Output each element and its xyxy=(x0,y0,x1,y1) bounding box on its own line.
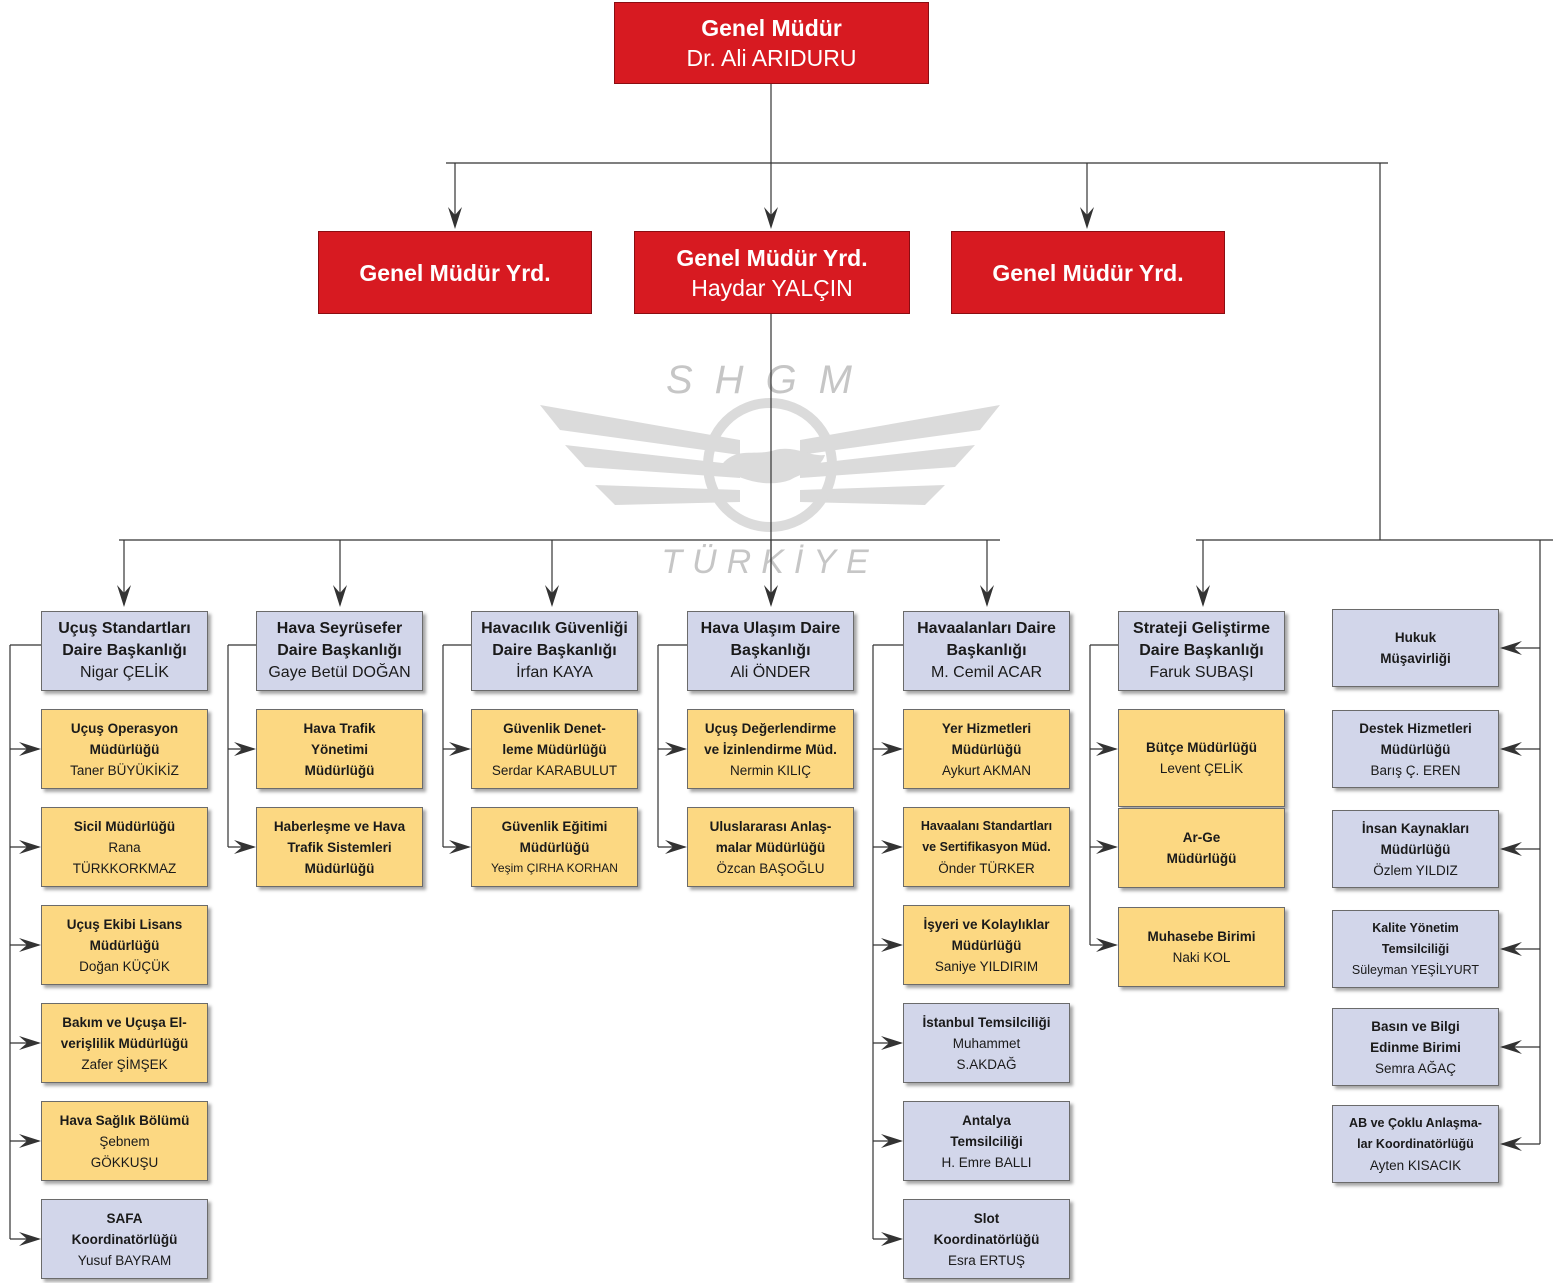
arrow-right-icon xyxy=(665,840,687,854)
unit-workplace-facilities: İşyeri ve Kolaylıklar Müdürlüğü Saniye Y… xyxy=(903,905,1070,985)
department-head-flight-standards: Uçuş Standartları Daire Başkanlığı Nigar… xyxy=(41,611,208,691)
unit-airport-standards: Havaalanı Standartları ve Sertifikasyon … xyxy=(903,807,1070,887)
arrow-down-icon xyxy=(764,585,778,607)
arrow-right-icon xyxy=(1096,938,1118,952)
unit-crew-licensing: Uçuş Ekibi Lisans Müdürlüğü Doğan KÜÇÜK xyxy=(41,905,208,985)
deputy-left-box: Genel Müdür Yrd. xyxy=(318,231,592,314)
arrow-right-icon xyxy=(881,1232,903,1246)
arrow-down-icon xyxy=(448,207,462,229)
unit-security-inspection: Güvenlik Denet- leme Müdürlüğü Serdar KA… xyxy=(471,709,638,789)
unit-registry: Sicil Müdürlüğü Rana TÜRKKORKMAZ xyxy=(41,807,208,887)
arrow-right-icon xyxy=(881,938,903,952)
arrow-right-icon xyxy=(881,742,903,756)
deputy-right-title: Genel Müdür Yrd. xyxy=(992,259,1184,286)
unit-maintenance-airworthiness: Bakım ve Uçuşa El- verişlilik Müdürlüğü … xyxy=(41,1003,208,1083)
arrow-right-icon xyxy=(19,742,41,756)
department-head-name: Gaye Betül DOĞAN xyxy=(268,664,411,681)
department-head-air-navigation: Hava Seyrüsefer Daire Başkanlığı Gaye Be… xyxy=(256,611,423,691)
arrow-right-icon xyxy=(234,742,256,756)
unit-international-agreements: Uluslararası Anlaş- malar Müdürlüğü Özca… xyxy=(687,807,854,887)
unit-air-traffic-management: Hava Trafik Yönetimi Müdürlüğü xyxy=(256,709,423,789)
arrow-down-icon xyxy=(1080,207,1094,229)
director-name: Dr. Ali ARIDURU xyxy=(686,45,857,71)
deputy-center-title: Genel Müdür Yrd. xyxy=(676,244,868,271)
arrow-left-icon xyxy=(1500,742,1522,756)
unit-communication-systems: Haberleşme ve Hava Trafik Sistemleri Müd… xyxy=(256,807,423,887)
arrow-right-icon xyxy=(665,742,687,756)
advisory-press-information: Basın ve Bilgi Edinme Birimi Semra AĞAÇ xyxy=(1332,1008,1499,1086)
unit-antalya-representation: Antalya Temsilciliği H. Emre BALLI xyxy=(903,1101,1070,1181)
deputy-right-box: Genel Müdür Yrd. xyxy=(951,231,1225,314)
arrow-right-icon xyxy=(449,742,471,756)
arrow-right-icon xyxy=(881,1036,903,1050)
arrow-left-icon xyxy=(1500,641,1522,655)
deputy-center-box: Genel Müdür Yrd. Haydar YALÇIN xyxy=(634,231,910,314)
advisory-support-services: Destek Hizmetleri Müdürlüğü Barış Ç. ERE… xyxy=(1332,710,1499,788)
arrow-right-icon xyxy=(19,840,41,854)
advisory-legal: Hukuk Müşavirliği xyxy=(1332,609,1499,687)
department-head-airports: Havaalanları Daire Başkanlığı M. Cemil A… xyxy=(903,611,1070,691)
arrow-down-icon xyxy=(980,585,994,607)
arrow-right-icon xyxy=(19,938,41,952)
director-box: Genel Müdür Dr. Ali ARIDURU xyxy=(614,2,929,84)
arrow-right-icon xyxy=(881,840,903,854)
department-head-name: Ali ÖNDER xyxy=(730,664,811,681)
unit-istanbul-representation: İstanbul Temsilciliği Muhammet S.AKDAĞ xyxy=(903,1003,1070,1083)
unit-slot-coordination: Slot Koordinatörlüğü Esra ERTUŞ xyxy=(903,1199,1070,1279)
watermark-text-top: SHGM xyxy=(666,358,874,402)
unit-budget: Bütçe Müdürlüğü Levent ÇELİK xyxy=(1118,709,1285,807)
arrow-left-icon xyxy=(1500,842,1522,856)
deputy-left-title: Genel Müdür Yrd. xyxy=(359,259,551,286)
unit-flight-operations: Uçuş Operasyon Müdürlüğü Taner BÜYÜKİKİZ xyxy=(41,709,208,789)
department-head-name: Nigar ÇELİK xyxy=(80,664,169,681)
unit-security-training: Güvenlik Eğitimi Müdürlüğü Yeşim ÇIRHA K… xyxy=(471,807,638,887)
arrow-down-icon xyxy=(545,585,559,607)
department-head-name: M. Cemil ACAR xyxy=(930,664,1043,681)
arrow-right-icon xyxy=(19,1036,41,1050)
unit-safa: SAFA Koordinatörlüğü Yusuf BAYRAM xyxy=(41,1199,208,1279)
advisory-quality-management: Kalite Yönetim Temsilciliği Süleyman YEŞ… xyxy=(1332,910,1499,988)
deputy-center-name: Haydar YALÇIN xyxy=(691,274,853,301)
arrow-right-icon xyxy=(234,840,256,854)
unit-aviation-health: Hava Sağlık Bölümü Şebnem GÖKKUŞU xyxy=(41,1101,208,1181)
department-head-air-transport: Hava Ulaşım Daire Başkanlığı Ali ÖNDER xyxy=(687,611,854,691)
unit-accounting: Muhasebe Birimi Naki KOL xyxy=(1118,907,1285,987)
arrow-down-icon xyxy=(117,585,131,607)
arrow-left-icon xyxy=(1500,1137,1522,1151)
arrow-right-icon xyxy=(1096,742,1118,756)
department-head-name: İrfan KAYA xyxy=(516,664,593,681)
watermark-text-bottom: TÜRKİYE xyxy=(661,543,878,581)
arrow-down-icon xyxy=(1196,585,1210,607)
department-head-strategy: Strateji Geliştirme Daire Başkanlığı Far… xyxy=(1118,611,1285,691)
department-head-name: Faruk SUBAŞI xyxy=(1149,664,1254,681)
unit-flight-evaluation: Uçuş Değerlendirme ve İzinlendirme Müd. … xyxy=(687,709,854,789)
arrow-right-icon xyxy=(449,840,471,854)
arrow-left-icon xyxy=(1500,942,1522,956)
arrow-down-icon xyxy=(764,207,778,229)
department-head-aviation-security: Havacılık Güvenliği Daire Başkanlığı İrf… xyxy=(471,611,638,691)
arrow-right-icon xyxy=(881,1134,903,1148)
director-title: Genel Müdür xyxy=(701,15,842,41)
advisory-eu-agreements: AB ve Çoklu Anlaşma- lar Koordinatörlüğü… xyxy=(1332,1105,1499,1183)
arrow-down-icon xyxy=(333,585,347,607)
arrow-right-icon xyxy=(1096,840,1118,854)
arrow-right-icon xyxy=(19,1232,41,1246)
arrow-right-icon xyxy=(19,1134,41,1148)
arrow-left-icon xyxy=(1500,1040,1522,1054)
shgm-watermark-logo: SHGM TÜRKİYE xyxy=(540,358,1000,581)
unit-ground-services: Yer Hizmetleri Müdürlüğü Aykurt AKMAN xyxy=(903,709,1070,789)
advisory-human-resources: İnsan Kaynakları Müdürlüğü Özlem YILDIZ xyxy=(1332,810,1499,888)
unit-rnd: Ar-Ge Müdürlüğü xyxy=(1118,808,1285,888)
